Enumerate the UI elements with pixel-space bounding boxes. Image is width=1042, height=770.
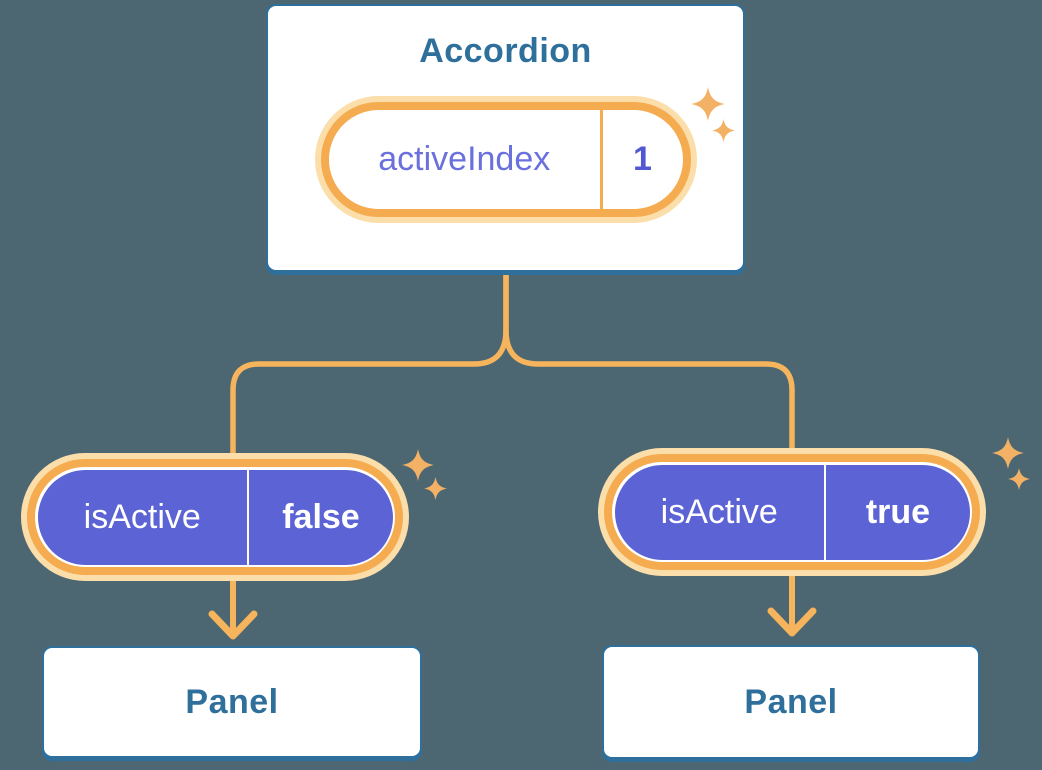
connector-parent-to-left-child [230,269,509,459]
prop-pill-body: isActive false [37,469,393,565]
arrow-left-pill-to-panel [208,574,258,640]
state-pill-activeindex: activeIndex 1 [320,102,691,217]
prop-pill-value: true [865,492,931,531]
panel-label: Panel [185,682,279,721]
prop-pill-divider [246,469,250,565]
prop-pill-isactive-true: isActive true [604,454,980,570]
sparkle-icon [1008,468,1030,490]
accordion-title: Accordion [419,32,592,70]
prop-pill-label: isActive [83,497,201,536]
connector-parent-to-right-child [503,269,795,454]
state-pill-label: activeIndex [378,140,551,178]
panel-card-right: Panel [602,645,980,759]
sparkle-icon [424,477,447,500]
prop-pill-label: isActive [660,492,778,531]
prop-pill-isactive-false: isActive false [27,459,403,575]
accordion-card: Accordion activeIndex 1 [266,4,745,272]
panel-label: Panel [744,682,838,721]
prop-pill-value: false [282,497,360,536]
state-pill-value: 1 [633,140,652,178]
arrow-right-pill-to-panel [767,569,817,637]
prop-pill-divider [823,464,827,560]
panel-card-left: Panel [42,646,422,758]
prop-pill-body: isActive true [614,464,970,560]
sparkle-icon [402,449,434,481]
state-pill-divider [600,110,603,209]
sparkle-icon [992,437,1024,469]
